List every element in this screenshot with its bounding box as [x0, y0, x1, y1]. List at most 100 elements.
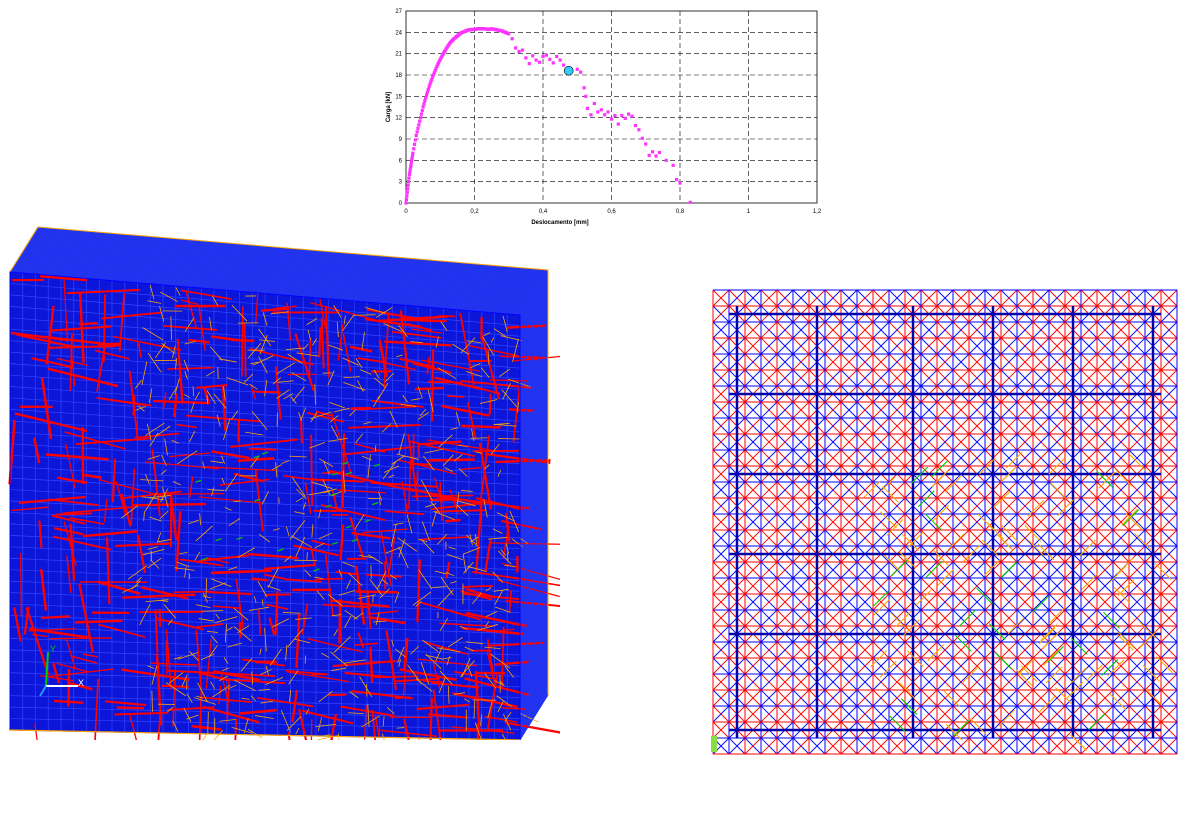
data-point — [409, 162, 413, 166]
data-point — [647, 153, 651, 157]
data-point — [633, 123, 638, 128]
chart-grid — [406, 11, 817, 203]
data-point — [426, 87, 430, 92]
data-point — [425, 90, 430, 94]
data-point — [411, 151, 415, 155]
x-axis-label: Deslocamento [mm] — [531, 220, 588, 226]
x-tick-label: 1,2 — [813, 209, 822, 215]
data-point — [418, 116, 423, 120]
data-point — [606, 110, 610, 114]
data-point — [575, 67, 579, 71]
data-point — [524, 56, 528, 60]
y-tick-label: 27 — [395, 9, 402, 15]
data-point — [412, 147, 416, 151]
data-point — [407, 176, 411, 180]
data-point — [436, 63, 440, 67]
data-point — [414, 133, 418, 138]
data-point — [409, 159, 414, 163]
data-point — [417, 123, 421, 127]
data-point — [430, 78, 434, 82]
y-tick-label: 9 — [399, 137, 403, 143]
data-point — [412, 142, 417, 146]
data-point — [654, 154, 658, 158]
data-point — [627, 112, 631, 116]
y-tick-label: 21 — [395, 52, 402, 58]
triad-y-label: Y — [50, 644, 56, 654]
data-point — [620, 113, 624, 118]
data-point — [534, 58, 538, 62]
data-point — [406, 187, 410, 191]
data-point — [419, 112, 424, 116]
highlight-point — [563, 65, 574, 76]
mesh-2d-cracks — [711, 451, 1173, 752]
data-point — [537, 60, 542, 64]
data-point — [427, 85, 431, 89]
plot-frame — [405, 10, 818, 204]
data-point — [599, 108, 603, 112]
x-tick-label: 0,2 — [470, 209, 479, 215]
mesh-2d-reinforcement — [729, 306, 1161, 738]
data-point — [596, 110, 600, 114]
y-axis-label: Carga [kN] — [386, 92, 392, 122]
mesh-3d-edge-frame — [9, 226, 549, 740]
data-point — [678, 181, 682, 185]
mesh-2d-grid — [712, 289, 1178, 755]
data-point — [424, 96, 428, 100]
y-tick-label: 6 — [399, 158, 403, 164]
mesh-3d-view: Y X — [8, 226, 560, 740]
data-point — [584, 94, 588, 98]
data-point — [637, 128, 641, 132]
data-point — [407, 172, 412, 177]
data-point — [592, 101, 596, 106]
y-tick-label: 15 — [395, 94, 402, 100]
data-point — [579, 70, 583, 74]
data-point — [688, 200, 692, 204]
data-point — [657, 150, 662, 155]
data-point — [651, 150, 655, 154]
data-point — [433, 69, 437, 73]
data-point — [408, 167, 412, 171]
data-point — [527, 62, 531, 66]
data-point — [435, 64, 439, 69]
x-tick-label: 0,8 — [676, 209, 685, 215]
data-point — [609, 117, 614, 121]
data-point — [623, 116, 627, 120]
data-point — [428, 82, 432, 86]
data-point — [437, 59, 441, 63]
data-point — [644, 142, 648, 146]
data-point — [558, 58, 562, 62]
data-point — [404, 201, 408, 205]
data-point — [507, 32, 511, 36]
coordinate-triad: Y X — [39, 644, 84, 697]
data-point — [640, 136, 644, 140]
data-point — [551, 61, 555, 65]
data-point — [406, 180, 411, 184]
data-point — [674, 177, 679, 182]
data-point — [561, 63, 566, 67]
data-point — [520, 48, 525, 52]
data-point — [603, 113, 607, 117]
mesh-3d-secondary-layer — [120, 285, 539, 740]
data-series — [404, 27, 692, 205]
data-point — [431, 73, 435, 77]
data-point — [630, 114, 634, 118]
data-point — [432, 71, 436, 75]
x-tick-label: 0,6 — [607, 209, 616, 215]
mesh-2d-view — [711, 289, 1178, 755]
data-point — [416, 126, 420, 130]
y-tick-label: 3 — [399, 180, 403, 186]
data-point — [616, 122, 620, 126]
data-point — [406, 183, 410, 187]
x-tick-label: 1 — [747, 209, 751, 215]
data-point — [410, 156, 414, 161]
data-point — [541, 54, 545, 59]
data-point — [664, 158, 668, 162]
data-point — [408, 170, 412, 174]
data-point — [423, 99, 427, 103]
x-tick-label: 0 — [404, 209, 408, 215]
mesh-3d-back-layer — [9, 227, 548, 740]
data-point — [613, 113, 617, 118]
data-point — [421, 105, 425, 109]
data-point — [671, 163, 675, 167]
